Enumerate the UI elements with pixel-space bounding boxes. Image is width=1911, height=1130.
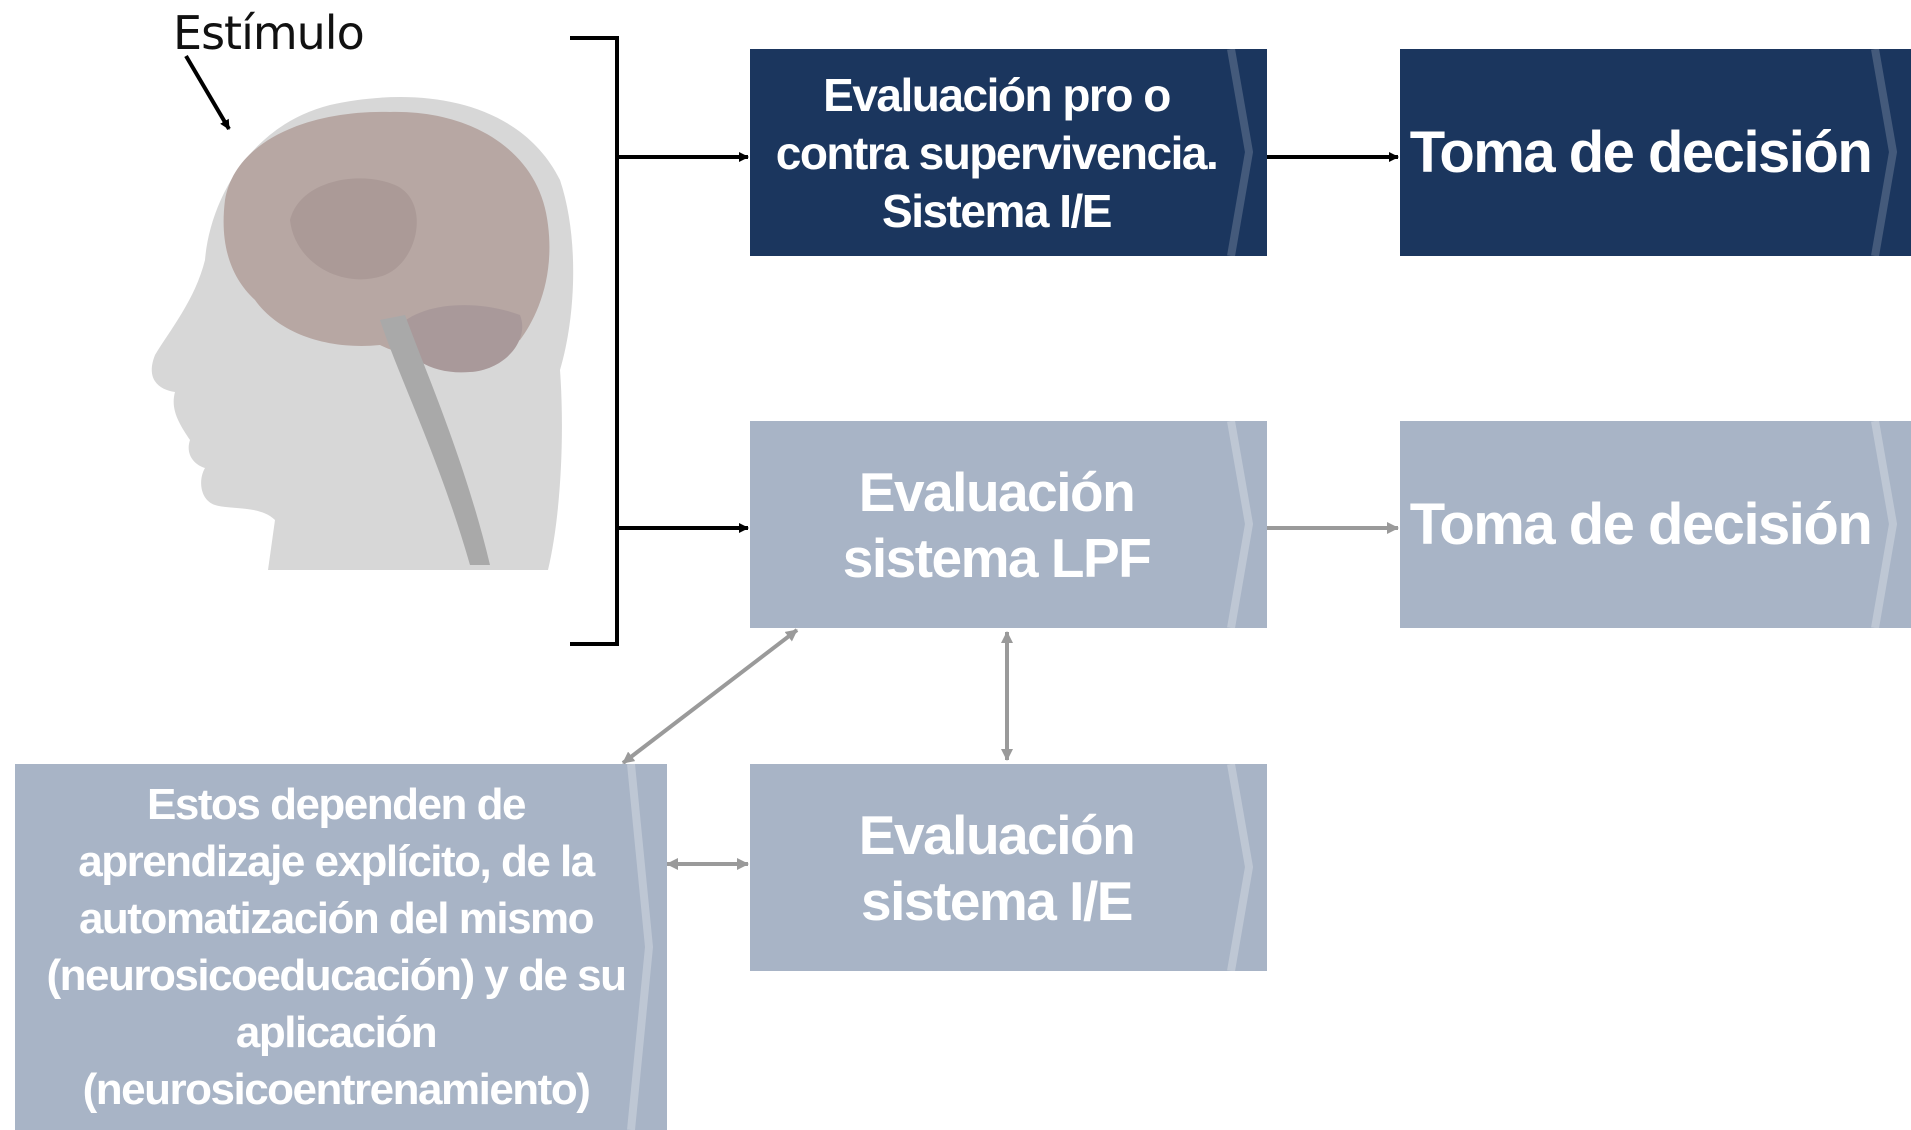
chevron-decoration	[1227, 49, 1254, 256]
decision-lpf-label: Toma de decisión	[1409, 492, 1873, 557]
chevron-decoration	[1227, 764, 1254, 971]
chevron-decoration	[1227, 421, 1254, 628]
eval-ie-box: Evaluación sistema I/E	[750, 764, 1267, 971]
input-bracket	[570, 36, 619, 646]
stimulus-arrow	[184, 54, 231, 131]
eval-ie-label: Evaluación sistema I/E	[858, 803, 1136, 932]
chevron-decoration	[627, 764, 654, 1130]
learning-label: Estos dependen de aprendizaje explícito,…	[46, 780, 627, 1114]
cerebellum-shape	[395, 305, 523, 373]
arrow-learning-lpf-bidirectional	[621, 628, 799, 765]
chevron-decoration	[1871, 49, 1898, 256]
stimulus-label: Estímulo	[173, 6, 365, 60]
eval-survival-box: Evaluación pro o contra supervivencia. S…	[750, 49, 1267, 256]
eval-survival-label: Evaluación pro o contra supervivencia. S…	[775, 68, 1219, 237]
chevron-decoration	[1871, 421, 1898, 628]
decision-lpf-box: Toma de decisión	[1400, 421, 1911, 628]
human-head-brain-icon	[151, 97, 574, 571]
decision-top-box: Toma de decisión	[1400, 49, 1911, 256]
eval-lpf-box: Evaluación sistema LPF	[750, 421, 1267, 628]
brainstem-shape	[380, 315, 490, 565]
eval-lpf-label: Evaluación sistema LPF	[842, 460, 1152, 589]
decision-top-label: Toma de decisión	[1409, 120, 1873, 185]
inner-brain-shape	[290, 178, 417, 280]
learning-box: Estos dependen de aprendizaje explícito,…	[15, 764, 667, 1130]
